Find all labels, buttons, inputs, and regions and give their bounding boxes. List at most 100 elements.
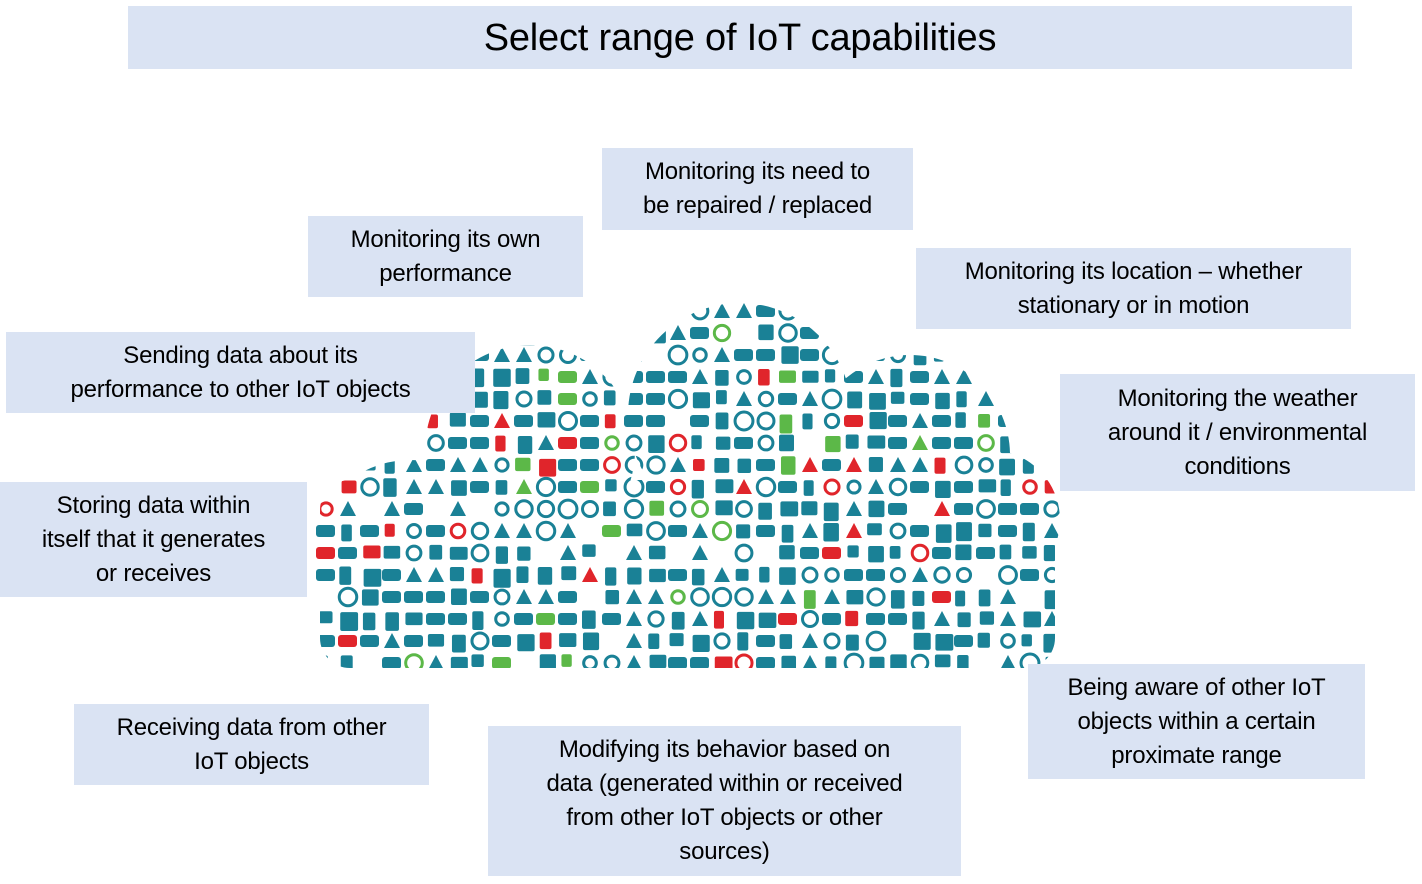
capability-text-line: sources)	[679, 838, 770, 865]
device-icon	[912, 435, 928, 450]
device-icon	[316, 569, 335, 581]
device-icon	[846, 523, 862, 538]
device-icon	[450, 457, 466, 472]
capability-text-line: performance to other IoT objects	[70, 375, 411, 403]
device-icon	[978, 457, 994, 473]
device-icon	[604, 435, 620, 451]
device-icon	[979, 611, 995, 625]
device-icon	[426, 525, 445, 537]
device-icon	[494, 457, 510, 473]
device-icon	[910, 653, 930, 668]
device-icon	[470, 631, 490, 651]
device-icon	[667, 344, 689, 366]
device-icon	[470, 521, 490, 541]
device-icon	[736, 479, 752, 494]
device-icon	[538, 368, 549, 381]
device-icon	[711, 520, 733, 542]
device-icon	[715, 369, 729, 386]
device-icon	[535, 520, 557, 542]
device-icon	[385, 436, 402, 453]
device-icon	[450, 656, 468, 668]
device-icon	[756, 411, 776, 431]
device-icon	[912, 590, 925, 607]
device-icon	[428, 655, 444, 668]
device-icon	[977, 632, 990, 648]
device-icon	[492, 657, 511, 668]
device-icon	[1000, 655, 1016, 668]
device-icon	[646, 371, 665, 383]
device-icon	[713, 632, 731, 650]
device-icon	[514, 613, 533, 625]
device-icon	[934, 457, 946, 474]
device-icon	[756, 657, 775, 668]
device-icon	[912, 457, 928, 472]
device-icon	[384, 456, 395, 474]
capability-text-line: Being aware of other IoT	[1067, 673, 1326, 701]
device-icon	[495, 546, 508, 564]
device-icon	[470, 591, 489, 603]
device-icon	[692, 392, 711, 409]
device-icon	[976, 547, 995, 559]
device-icon	[1000, 346, 1018, 363]
device-icon	[316, 415, 335, 427]
device-icon	[998, 503, 1017, 515]
capability-text-line: Storing data within	[56, 491, 251, 519]
device-icon	[847, 391, 863, 409]
device-icon	[869, 656, 885, 668]
device-icon	[934, 501, 950, 516]
device-icon	[692, 523, 708, 538]
device-icon	[536, 499, 556, 519]
device-icon	[977, 434, 995, 452]
device-icon	[999, 458, 1016, 476]
device-icon	[626, 655, 642, 668]
device-icon	[668, 569, 687, 581]
device-icon	[714, 347, 730, 362]
device-icon	[910, 371, 929, 383]
device-icon	[428, 479, 444, 494]
device-icon	[690, 587, 710, 607]
device-icon	[558, 591, 577, 603]
device-icon	[778, 481, 797, 493]
device-icon	[1044, 590, 1060, 610]
device-icon	[405, 544, 423, 562]
device-icon	[779, 634, 793, 650]
device-icon	[755, 476, 777, 498]
device-icon	[690, 415, 709, 427]
device-icon	[558, 481, 577, 493]
device-icon	[998, 565, 1018, 585]
device-icon	[1022, 522, 1035, 542]
device-icon	[846, 457, 862, 472]
device-icon	[1042, 367, 1060, 387]
device-icon	[646, 415, 665, 427]
device-icon	[912, 413, 928, 428]
device-icon	[561, 654, 572, 667]
device-icon	[823, 632, 841, 650]
device-icon	[692, 545, 708, 560]
device-icon	[691, 568, 705, 586]
device-icon	[1043, 566, 1060, 584]
device-icon	[582, 655, 598, 668]
device-icon	[954, 455, 974, 475]
device-icon	[756, 525, 775, 537]
device-icon	[472, 611, 484, 630]
device-icon	[756, 459, 775, 471]
device-icon	[316, 635, 335, 647]
device-icon	[604, 414, 616, 429]
capability-text-line: Monitoring its location – whether	[964, 257, 1303, 285]
capability-text-line: Sending data about its	[123, 341, 358, 369]
device-icon	[646, 393, 665, 405]
device-icon	[516, 566, 529, 584]
device-icon	[517, 546, 531, 561]
device-icon	[668, 657, 687, 668]
device-icon	[648, 589, 664, 604]
device-icon	[978, 523, 992, 538]
device-icon	[341, 524, 352, 542]
device-icon	[756, 635, 775, 647]
device-icon	[913, 632, 931, 650]
device-icon	[669, 500, 687, 518]
device-icon	[932, 415, 951, 427]
device-icon	[825, 436, 841, 453]
